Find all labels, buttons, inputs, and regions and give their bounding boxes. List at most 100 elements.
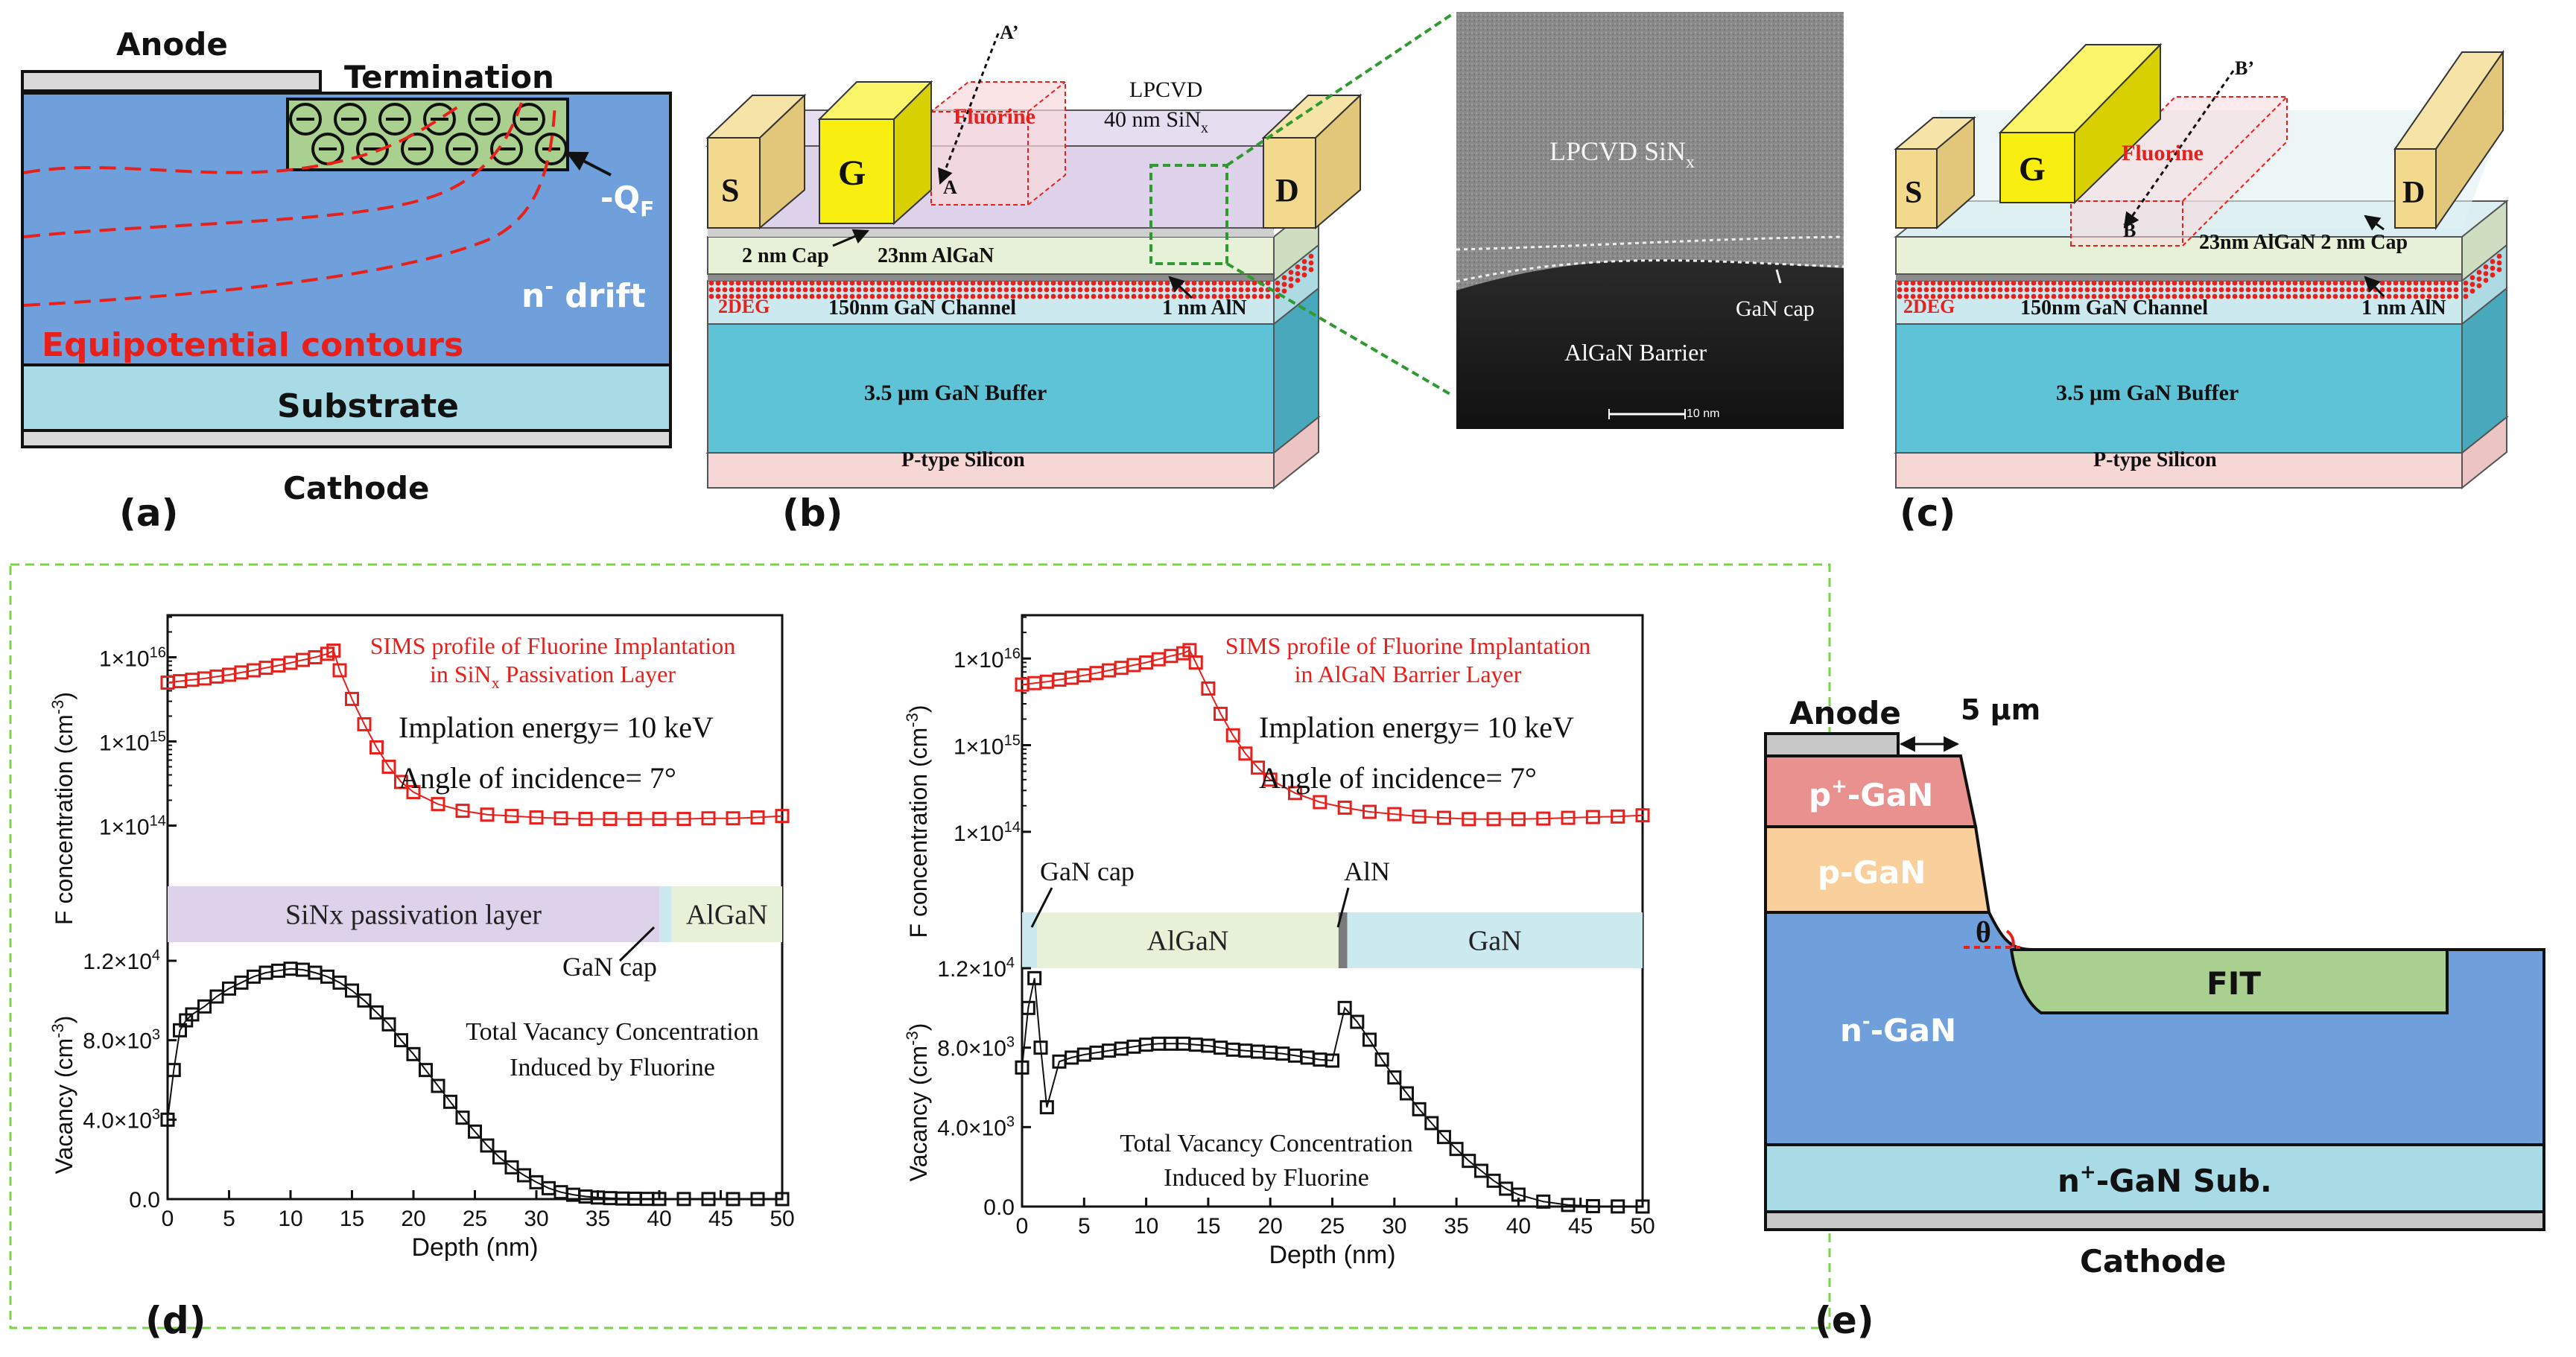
twodeg-dot xyxy=(2091,287,2097,293)
twodeg-dot xyxy=(1990,287,1996,293)
twodeg-dot xyxy=(1010,287,1016,293)
twodeg-dot xyxy=(2446,293,2452,299)
twodeg-dot xyxy=(1117,287,1123,293)
twodeg-dot xyxy=(1117,293,1123,299)
twodeg-dot xyxy=(749,280,755,286)
twodeg-dot xyxy=(2185,280,2191,286)
x-tick-label: 20 xyxy=(401,1207,425,1231)
twodeg-dot xyxy=(2104,287,2110,293)
twodeg-dot xyxy=(1037,293,1043,299)
twodeg-dot xyxy=(889,280,895,286)
twodeg-dot xyxy=(950,280,956,286)
vacancy-data-point xyxy=(1021,1000,1035,1015)
twodeg-dot xyxy=(1158,287,1164,293)
vacancy-data-point xyxy=(1462,1154,1476,1169)
twodeg-dot xyxy=(742,287,748,293)
charge-icon xyxy=(378,103,411,136)
tem-image: LPCVD SiNx GaN cap AlGaN Barrier 10 nm xyxy=(1456,12,1844,429)
twodeg-dot xyxy=(2084,293,2090,299)
twodeg-dot xyxy=(2104,280,2110,286)
twodeg-dot xyxy=(2469,288,2475,294)
twodeg-dot xyxy=(883,280,889,286)
charge-icon xyxy=(401,133,434,165)
twodeg-dot xyxy=(1104,293,1110,299)
tem-sinx-label: LPCVD SiNx xyxy=(1549,136,1695,172)
twodeg-dot xyxy=(2366,293,2372,299)
twodeg-dot xyxy=(2332,280,2338,286)
drain-label: D xyxy=(2402,176,2425,210)
twodeg-dot xyxy=(1944,287,1950,293)
gate-contact-side xyxy=(2074,42,2161,205)
twodeg-dot xyxy=(1138,280,1143,286)
twodeg-dot xyxy=(1104,287,1110,293)
twodeg-dot xyxy=(1301,258,1307,264)
vacancy-data-point xyxy=(1387,1070,1402,1085)
twodeg-dot xyxy=(1308,253,1314,259)
vacancy-data-point xyxy=(480,1138,495,1153)
twodeg-dot xyxy=(789,293,795,299)
twodeg-dot xyxy=(1138,293,1143,299)
twodeg-dot xyxy=(1265,293,1271,299)
twodeg-dot xyxy=(1117,280,1123,286)
twodeg-dot xyxy=(1245,287,1251,293)
twodeg-dot xyxy=(2285,287,2291,293)
twodeg-dot xyxy=(1070,293,1076,299)
twodeg-dot xyxy=(2165,280,2171,286)
cap-arrow xyxy=(832,229,869,247)
twodeg-dot xyxy=(2031,293,2037,299)
twodeg-dot xyxy=(1288,276,1294,282)
twodeg-dot xyxy=(755,293,761,299)
twodeg-dot xyxy=(2490,265,2496,271)
equipotential-line xyxy=(23,102,523,238)
y-axis-label-bottom: Vacancy (cm-3) xyxy=(903,1023,932,1182)
twodeg-dot xyxy=(1295,271,1301,276)
twodeg-dot xyxy=(1231,293,1237,299)
cap-arrow xyxy=(2364,214,2385,231)
twodeg-dot xyxy=(789,280,795,286)
vacancy-data-point xyxy=(504,1160,519,1175)
twodeg-dot xyxy=(2138,280,2144,286)
twodeg-dot xyxy=(1288,283,1294,288)
twodeg-dot xyxy=(2379,280,2385,286)
cut-line-b xyxy=(2123,70,2235,229)
twodeg-dot xyxy=(1275,280,1281,286)
y-tick-label: 8.0×103 xyxy=(83,1027,160,1054)
twodeg-dot xyxy=(829,293,835,299)
vacancy-data-point xyxy=(468,1124,482,1139)
y-tick-label: 0.0 xyxy=(129,1188,160,1213)
twodeg-dot xyxy=(802,287,808,293)
twodeg-dot xyxy=(1164,293,1170,299)
twodeg-dot xyxy=(1997,280,2003,286)
twodeg-dot xyxy=(1010,280,1016,286)
zoom-line xyxy=(1225,13,1453,167)
twodeg-dot xyxy=(2225,280,2231,286)
twodeg-dot xyxy=(2446,287,2452,293)
twodeg-dot xyxy=(2058,280,2063,286)
twodeg-dot xyxy=(2306,280,2312,286)
twodeg-dot xyxy=(1017,287,1023,293)
twodeg-dot xyxy=(896,293,902,299)
vacancy-data-point xyxy=(775,1192,790,1207)
buffer-label: 3.5 μm GaN Buffer xyxy=(2056,381,2239,405)
twodeg-dot xyxy=(1950,293,1956,299)
vacancy-data-point xyxy=(1039,1100,1054,1115)
charge-icon xyxy=(289,103,322,136)
twodeg-dot xyxy=(889,287,895,293)
x-tick-label: 40 xyxy=(647,1207,671,1231)
twodeg-dot xyxy=(2091,280,2097,286)
twodeg-dot xyxy=(1003,287,1009,293)
twodeg-dot xyxy=(1997,293,2003,299)
twodeg-dot xyxy=(1171,287,1177,293)
twodeg-dot xyxy=(863,280,869,286)
twodeg-dot xyxy=(1131,287,1137,293)
twodeg-dot xyxy=(2453,293,2459,299)
twodeg-dot xyxy=(923,280,929,286)
panel-a: Anode Termination -QF n- drift Equipoten… xyxy=(21,26,672,535)
twodeg-dot xyxy=(2453,287,2459,293)
twodeg-dot xyxy=(735,287,741,293)
x-tick-label: 50 xyxy=(770,1207,794,1231)
charge-icon xyxy=(513,103,545,136)
equipotential-line xyxy=(23,104,556,307)
zoom-line xyxy=(1225,262,1453,396)
vacancy-data-point xyxy=(357,993,372,1008)
